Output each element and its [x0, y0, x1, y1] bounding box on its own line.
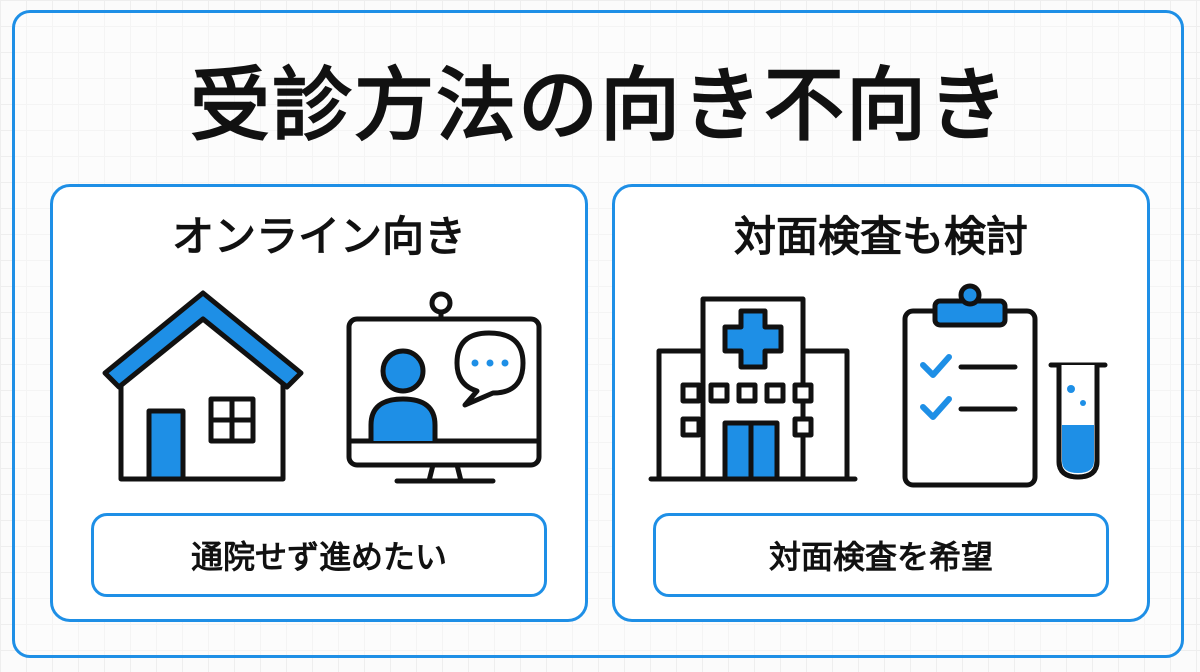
chat-bubble-icon: [454, 330, 526, 408]
online-icons: [53, 281, 585, 497]
in-person-panel-heading: 対面検査も検討: [733, 212, 1028, 261]
page-title: 受診方法の向き不向き: [190, 59, 1010, 152]
in-person-panel: 対面検査も検討: [612, 184, 1150, 622]
online-panel: オンライン向き: [50, 184, 588, 622]
house-icon: [102, 290, 304, 482]
in-person-caption-box: 対面検査を希望: [653, 513, 1109, 597]
in-person-icons: [615, 281, 1147, 497]
in-person-icons-svg: [648, 283, 1108, 488]
online-icons-svg: [102, 290, 542, 484]
online-caption-box: 通院せず進めたい: [91, 513, 547, 597]
hospital-icon: [648, 296, 858, 482]
test-tube-icon: [1048, 362, 1108, 480]
online-panel-heading: オンライン向き: [171, 212, 466, 261]
clipboard-checklist-icon: [902, 283, 1038, 488]
